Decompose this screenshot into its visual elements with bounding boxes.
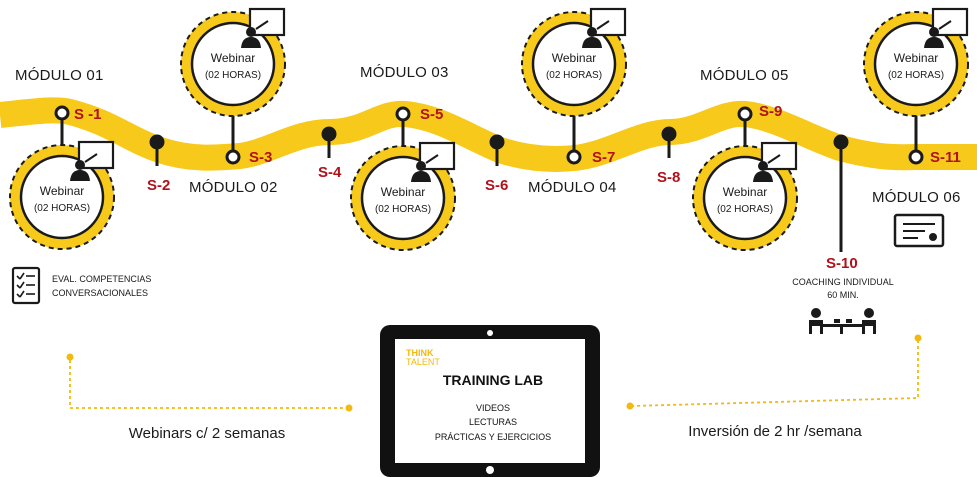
pin-s8 (661, 126, 677, 158)
tablet-home-button (486, 466, 494, 474)
session-label-s1: S -1 (74, 106, 102, 123)
presenter-board-icon (753, 141, 798, 182)
coaching-label-line2: 60 MIN. (827, 290, 859, 300)
session-label-s4: S-4 (318, 164, 342, 181)
module-label-06: MÓDULO 06 (872, 189, 961, 206)
track-nodes (54, 105, 924, 165)
webinar-4: Webinar (02 HORAS) (521, 7, 627, 117)
webinar-dashed-border (692, 145, 798, 251)
tablet-title: TRAINING LAB (443, 372, 543, 388)
pin-s10 (833, 134, 849, 252)
module-label-04: MÓDULO 04 (528, 179, 617, 196)
brand-think: THINK (406, 348, 434, 358)
eval-label-line1: EVAL. COMPETENCIAS (52, 274, 151, 284)
webinar-circles: Webinar(02 HORAS)Webinar(02 HORAS)Webina… (9, 7, 969, 251)
webinar-dashed-border (350, 145, 456, 251)
track-node-s9 (737, 106, 753, 122)
track-node-s1 (54, 105, 70, 121)
certificate-icon (893, 213, 945, 248)
coaching-meeting-icon (809, 308, 876, 334)
webinar-title: Webinar (723, 185, 767, 199)
footer-left: Webinars c/ 2 semanas (129, 425, 285, 442)
webinar-title: Webinar (381, 185, 425, 199)
timeline-track (0, 97, 977, 173)
tablet-item-practicas: PRÁCTICAS Y EJERCICIOS (435, 432, 551, 442)
connector-dot-left-end (345, 404, 353, 412)
webinar-title: Webinar (894, 51, 938, 65)
presenter-board-icon (70, 140, 115, 181)
session-label-s10: S-10 (826, 255, 858, 272)
presenter-board-icon (241, 7, 286, 48)
checklist-icon (11, 266, 41, 305)
session-pins (149, 126, 849, 252)
connector-dot-left (66, 353, 74, 361)
track-node-s5 (395, 106, 411, 122)
presenter-board-icon (582, 7, 627, 48)
webinar-duration: (02 HORAS) (888, 70, 944, 81)
session-label-s2: S-2 (147, 177, 170, 194)
session-label-s9: S-9 (759, 103, 782, 120)
session-label-s8: S-8 (657, 169, 680, 186)
module-label-05: MÓDULO 05 (700, 67, 789, 84)
eval-label-line2: CONVERSACIONALES (52, 288, 148, 298)
webinar-2: Webinar (02 HORAS) (180, 7, 286, 117)
webinar-dashed-border (521, 11, 627, 117)
coaching-label-line1: COACHING INDIVIDUAL (792, 277, 894, 287)
session-label-s6: S-6 (485, 177, 508, 194)
connector-dot-right (914, 334, 922, 342)
webinar-duration: (02 HORAS) (205, 70, 261, 81)
webinar-title: Webinar (40, 184, 84, 198)
tablet-item-videos: VIDEOS (476, 403, 510, 413)
brand-talent: TALENT (406, 357, 440, 367)
session-label-s5: S-5 (420, 106, 443, 123)
session-label-s7: S-7 (592, 149, 615, 166)
webinar-6: Webinar (02 HORAS) (863, 7, 969, 117)
tablet-device (380, 325, 600, 477)
footer-right: Inversión de 2 hr /semana (688, 423, 862, 440)
presenter-board-icon (411, 141, 456, 182)
connector-dot-right-end (626, 402, 634, 410)
tablet-item-lecturas: LECTURAS (469, 417, 517, 427)
webinar-dashed-border (863, 11, 969, 117)
dotted-connectors (69, 340, 919, 409)
webinar-dashed-border (180, 11, 286, 117)
module-label-03: MÓDULO 03 (360, 64, 449, 81)
session-label-s3: S-3 (249, 149, 272, 166)
track-node-s11 (908, 149, 924, 165)
webinar-1: Webinar (02 HORAS) (9, 140, 115, 250)
webinar-3: Webinar (02 HORAS) (350, 141, 456, 251)
webinar-dashed-border (9, 144, 115, 250)
pin-s6 (489, 134, 505, 166)
webinar-title: Webinar (552, 51, 596, 65)
track-node-s7 (566, 149, 582, 165)
track-node-s3 (225, 149, 241, 165)
pin-s2 (149, 134, 165, 166)
webinar-duration: (02 HORAS) (375, 204, 431, 215)
presenter-board-icon (924, 7, 969, 48)
module-label-02: MÓDULO 02 (189, 179, 278, 196)
session-label-s11: S-11 (930, 149, 961, 166)
webinar-duration: (02 HORAS) (717, 204, 773, 215)
webinar-duration: (02 HORAS) (546, 70, 602, 81)
webinar-duration: (02 HORAS) (34, 203, 90, 214)
module-label-01: MÓDULO 01 (15, 67, 104, 84)
tablet-camera (487, 330, 493, 336)
pin-s4 (321, 126, 337, 158)
webinar-5: Webinar (02 HORAS) (692, 141, 798, 251)
webinar-title: Webinar (211, 51, 255, 65)
